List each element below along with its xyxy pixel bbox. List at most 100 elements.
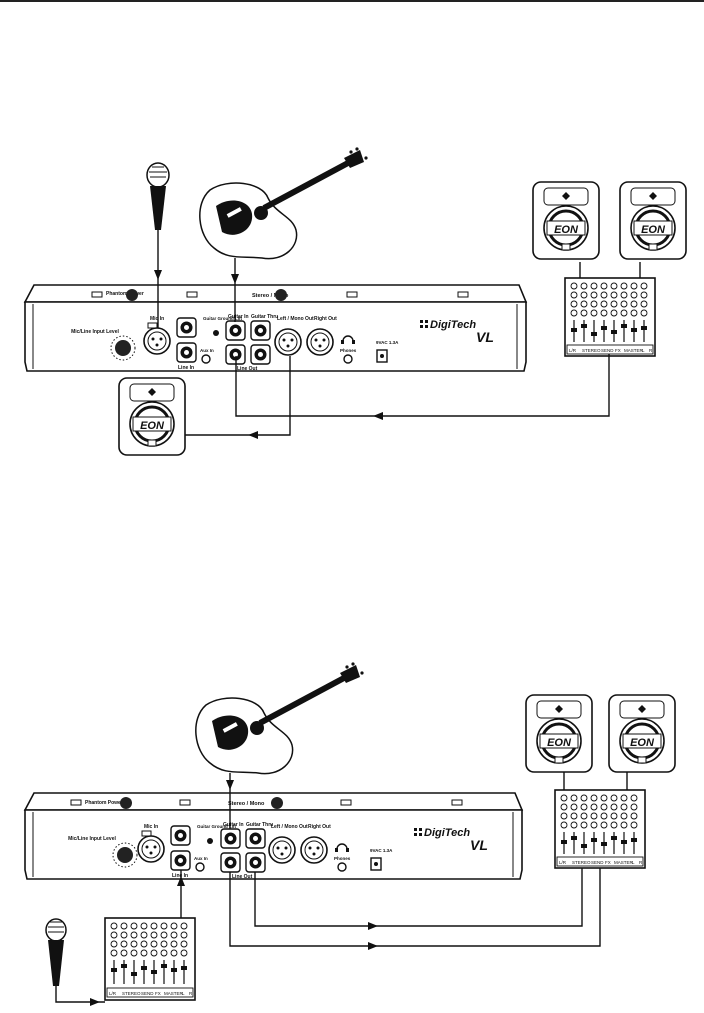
svg-text:SEND: SEND — [591, 860, 604, 865]
right-out-jack: Right Out — [300, 824, 331, 864]
svg-text:EON: EON — [641, 224, 666, 236]
svg-text:FX: FX — [605, 860, 611, 865]
mic-in-jack: Mic In — [137, 824, 165, 863]
phones-jack: Phones — [340, 335, 357, 364]
line-out-jacks: Line Out — [225, 344, 271, 372]
svg-text:R: R — [189, 991, 193, 996]
svg-text:L: L — [632, 860, 635, 865]
svg-text:Guitar Thru: Guitar Thru — [246, 822, 273, 828]
svg-text:Aux In: Aux In — [194, 856, 208, 861]
right-out-jack: Right Out — [306, 316, 337, 356]
svg-text:Guitar In: Guitar In — [223, 822, 244, 828]
svg-text:Mic In: Mic In — [150, 316, 164, 322]
svg-text:STEREO: STEREO — [122, 991, 141, 996]
svg-text:9VAC 1.3A: 9VAC 1.3A — [370, 848, 393, 853]
aux-in-jack: Aux In — [194, 856, 208, 872]
svg-text:Right Out: Right Out — [314, 316, 337, 322]
phones-jack: Phones — [334, 843, 351, 872]
svg-text:Stereo / Mono: Stereo / Mono — [228, 801, 265, 807]
svg-text:Stereo / Mono: Stereo / Mono — [252, 293, 289, 299]
eon-speaker-icon: EON — [532, 181, 600, 260]
svg-text:Phones: Phones — [334, 856, 351, 861]
svg-text:SEND: SEND — [601, 348, 614, 353]
svg-text:MASTER: MASTER — [164, 991, 184, 996]
mixer-icon: L/R STEREO SEND FX MASTER L R — [564, 277, 656, 357]
svg-text:SEND: SEND — [141, 991, 154, 996]
svg-text:R: R — [639, 860, 643, 865]
svg-text:Left / Mono Out: Left / Mono Out — [271, 824, 308, 830]
line-in-jacks: Line In — [176, 317, 197, 371]
power-jack: 9VAC 1.3A — [376, 340, 399, 363]
svg-text:FX: FX — [155, 991, 161, 996]
svg-text:Line In: Line In — [172, 873, 188, 879]
svg-text:Line Out: Line Out — [232, 874, 253, 880]
guitar-ground-lift-switch: Guitar Ground Lift — [197, 824, 236, 844]
mic-line-input-level-knob: Mic/Line Input Level — [71, 329, 136, 361]
svg-text:Aux In: Aux In — [200, 348, 214, 353]
svg-text:VL: VL — [470, 837, 488, 853]
svg-text:Phantom Power: Phantom Power — [85, 800, 123, 806]
svg-text:Guitar In: Guitar In — [228, 314, 249, 320]
guitar-thru-jack: Guitar Thru — [250, 314, 278, 341]
svg-text:Guitar Ground Lift: Guitar Ground Lift — [203, 316, 242, 321]
mixer-icon: L/R STEREO SEND FX MASTER L R — [554, 789, 646, 869]
guitar-thru-jack: Guitar Thru — [245, 822, 273, 849]
svg-text:EON: EON — [554, 224, 579, 236]
svg-text:Mic In: Mic In — [144, 824, 158, 830]
microphone-icon — [45, 918, 67, 986]
svg-text:L/R: L/R — [569, 348, 577, 353]
left-mono-out-jack: Left / Mono Out — [274, 316, 314, 356]
svg-text:VL: VL — [476, 329, 494, 345]
connection-diagram-2: EON EON L/R STEREO SEND FX MASTER L R — [23, 662, 676, 1006]
power-jack: 9VAC 1.3A — [370, 848, 393, 871]
arrow-icon — [154, 270, 383, 439]
svg-text:MASTER: MASTER — [624, 348, 644, 353]
digitech-logo: DigiTech VL — [414, 827, 488, 853]
svg-text:DigiTech: DigiTech — [430, 319, 476, 331]
svg-text:MASTER: MASTER — [614, 860, 634, 865]
aux-in-jack: Aux In — [200, 348, 214, 364]
acoustic-guitar-icon — [195, 662, 364, 775]
guitar-ground-lift-switch: Guitar Ground Lift — [203, 316, 242, 336]
microphone-icon — [146, 162, 170, 230]
svg-text:EON: EON — [630, 737, 655, 749]
svg-text:L/R: L/R — [109, 991, 117, 996]
svg-text:FX: FX — [615, 348, 621, 353]
line-in-jacks: Line In — [170, 825, 191, 879]
svg-text:STEREO: STEREO — [582, 348, 601, 353]
mic-in-jack: Mic In — [143, 316, 171, 355]
digitech-logo: DigiTech VL — [420, 319, 494, 345]
svg-text:Guitar Thru: Guitar Thru — [251, 314, 278, 320]
svg-text:Mic/Line Input Level: Mic/Line Input Level — [71, 329, 119, 335]
eon-speaker-icon: EON — [525, 694, 593, 773]
eon-speaker-icon: EON — [619, 181, 687, 260]
unit-top-strip: Phantom Power Stereo / Mono — [23, 792, 524, 811]
svg-text:Line In: Line In — [178, 365, 194, 371]
svg-text:9VAC 1.3A: 9VAC 1.3A — [376, 340, 399, 345]
headphones-icon — [342, 335, 354, 342]
svg-text:Line Out: Line Out — [237, 366, 258, 372]
svg-text:Phones: Phones — [340, 348, 357, 353]
mixer-icon: L/R STEREO SEND FX MASTER L R — [104, 917, 196, 1001]
svg-text:EON: EON — [547, 737, 572, 749]
connection-diagram-1: EON EON L/R STEREO SEND FX MASTER L R — [23, 147, 687, 456]
acoustic-guitar-icon — [199, 147, 368, 260]
mic-line-input-level-knob: Mic/Line Input Level — [68, 836, 138, 868]
arrow-icon — [90, 780, 378, 1006]
svg-text:L/R: L/R — [559, 860, 567, 865]
svg-text:Guitar Ground Lift: Guitar Ground Lift — [197, 824, 236, 829]
guitar-in-jack: Guitar In — [220, 822, 244, 849]
svg-text:L: L — [642, 348, 645, 353]
svg-text:Left / Mono Out: Left / Mono Out — [277, 316, 314, 322]
svg-text:Mic/Line Input Level: Mic/Line Input Level — [68, 836, 116, 842]
headphones-icon — [336, 843, 348, 850]
svg-text:R: R — [649, 348, 653, 353]
svg-text:EON: EON — [140, 420, 165, 432]
eon-speaker-icon: EON — [608, 694, 676, 773]
unit-top-strip: Phantom Power Stereo / Mono — [23, 284, 528, 303]
svg-text:Phantom Power: Phantom Power — [106, 291, 144, 297]
svg-text:STEREO: STEREO — [572, 860, 591, 865]
svg-text:L: L — [182, 991, 185, 996]
svg-text:Right Out: Right Out — [308, 824, 331, 830]
svg-text:DigiTech: DigiTech — [424, 827, 470, 839]
